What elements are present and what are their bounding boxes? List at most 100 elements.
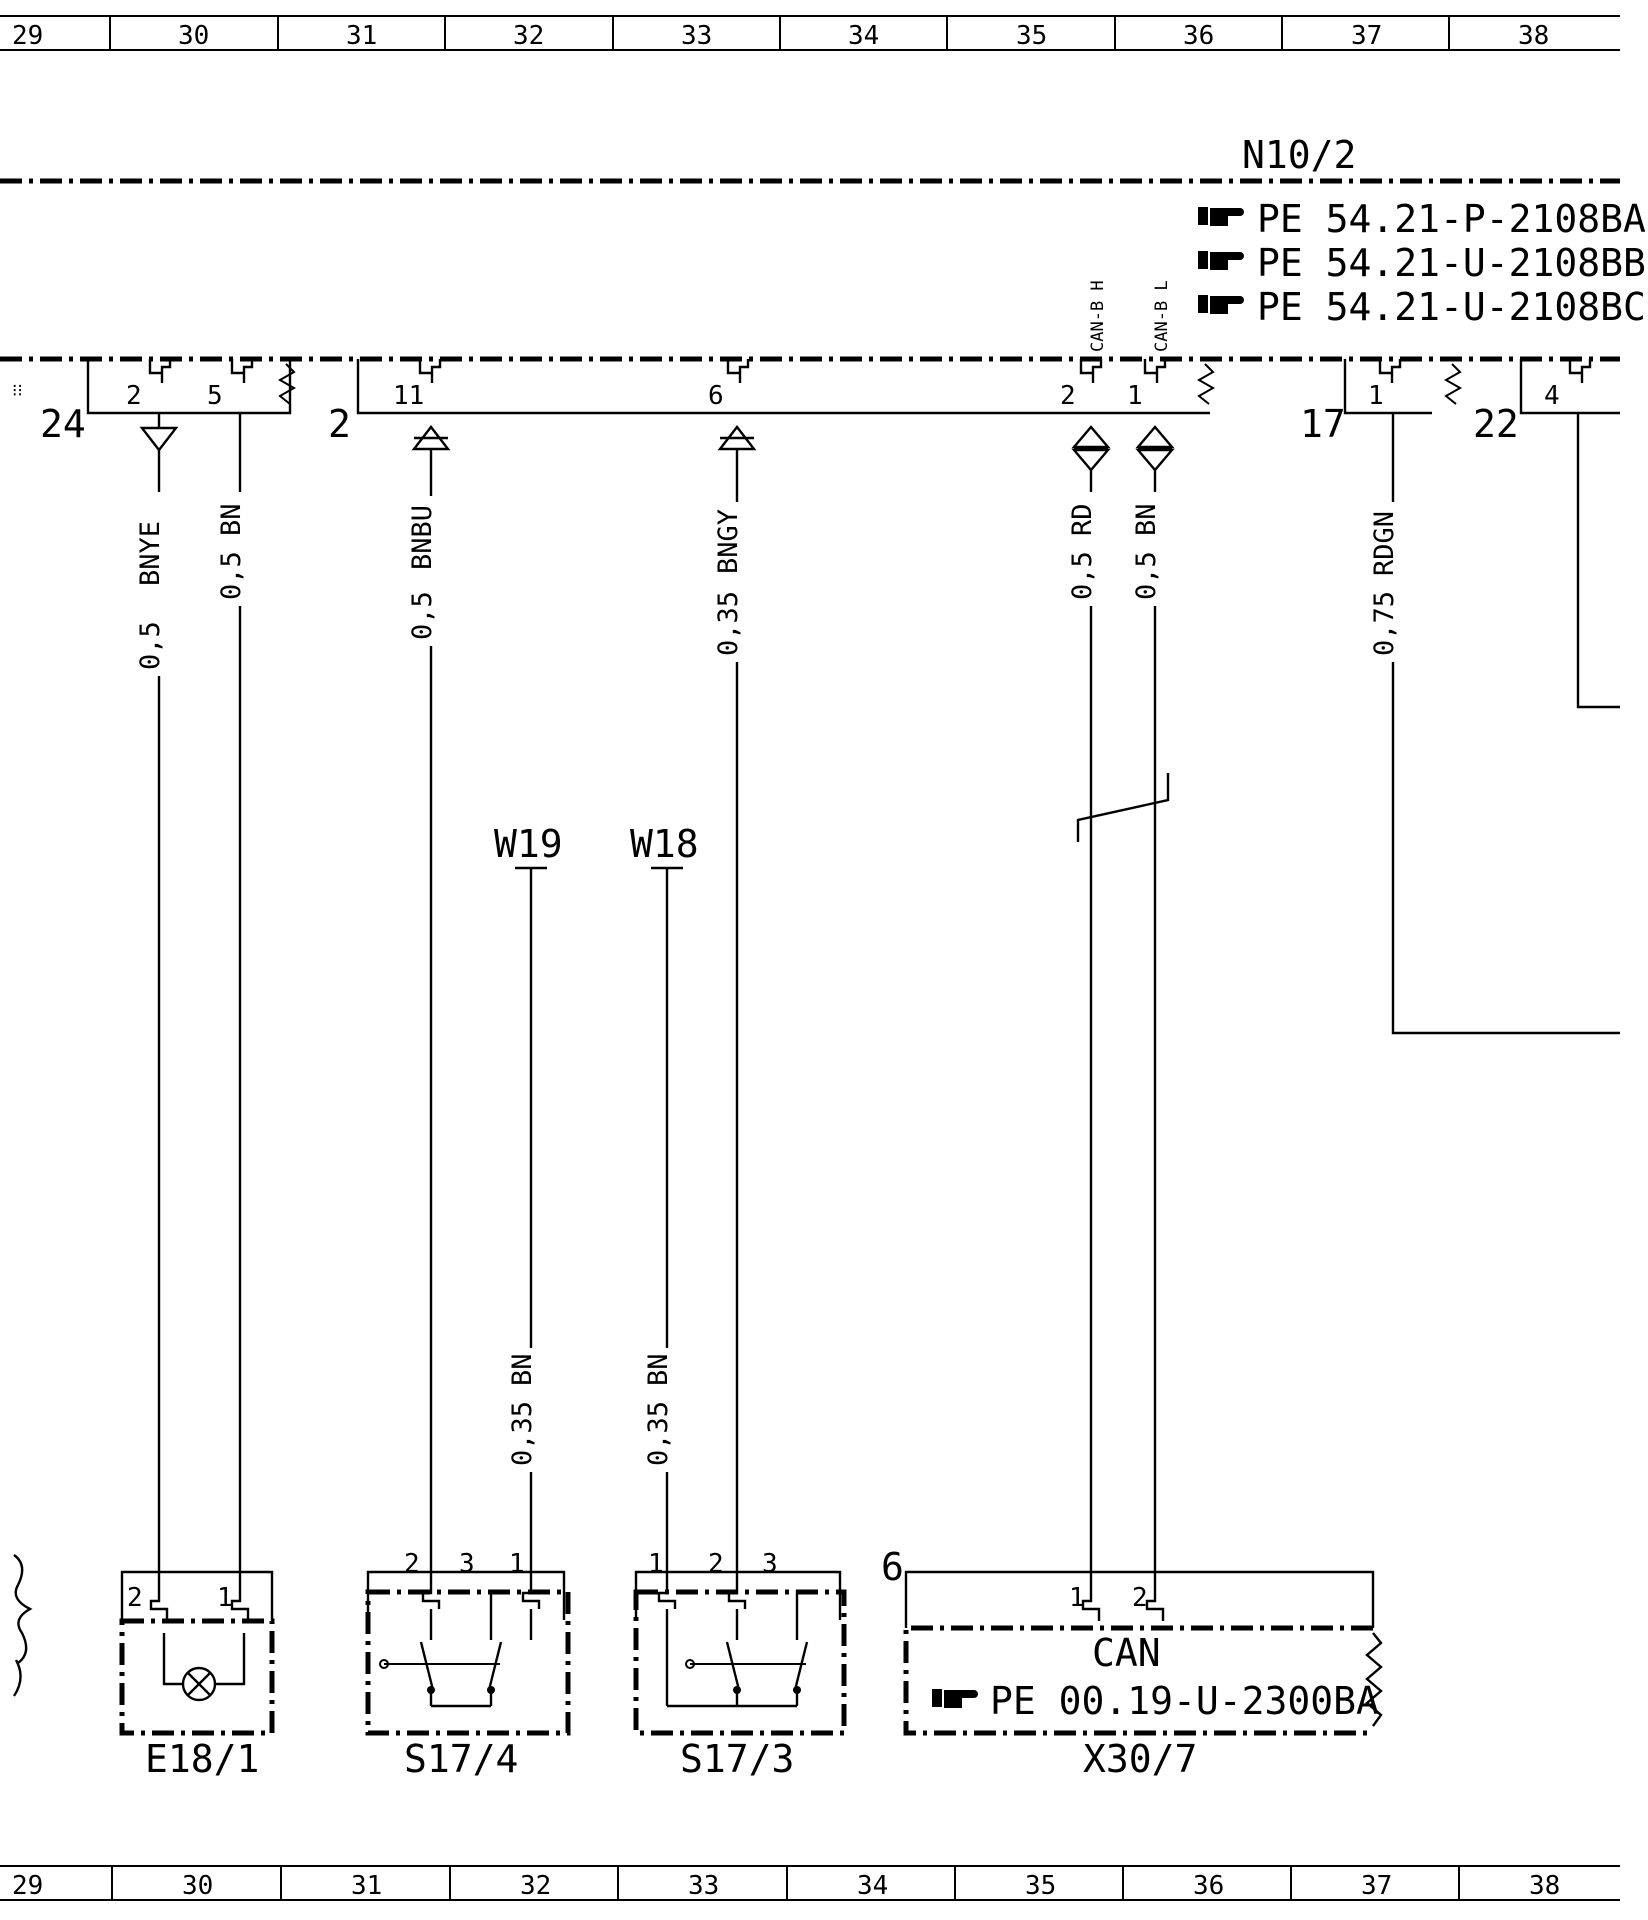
component-s17-3: 1 2 3 S17/3 [633, 1549, 847, 1781]
hand-pointer-icon [1198, 207, 1244, 226]
signal-symbols [139, 413, 1175, 472]
bottom-grid-ruler: 29 30 31 32 33 34 35 36 37 38 [0, 1865, 1620, 1901]
pin-label: 11 [393, 381, 424, 411]
wire-color: BNYE [135, 521, 166, 586]
wavy-edge-icon [1443, 363, 1463, 405]
pin-label: 2 [127, 1583, 143, 1613]
component-x30-7-label: X30/7 [1083, 1737, 1197, 1781]
bidirectional-arrow-icon [1135, 425, 1175, 472]
grid-col-33: 33 [681, 21, 712, 51]
grid-col-34-bottom: 34 [857, 1871, 888, 1901]
component-e18-1: 2 1 E18/1 [119, 1570, 275, 1781]
connector-17-label: 17 [1300, 402, 1346, 446]
module-name: N10/2 [1242, 133, 1356, 177]
wire-size: 0,75 [1369, 591, 1400, 656]
pin-label: 2 [404, 1549, 420, 1579]
grid-col-35-bottom: 35 [1025, 1871, 1056, 1901]
pin-label: 3 [762, 1549, 778, 1579]
can-label: CAN [1092, 1631, 1161, 1675]
grid-col-30: 30 [178, 21, 209, 51]
pin-label: 1 [1069, 1583, 1085, 1613]
pin-2-11 [418, 359, 442, 383]
wire-size: 0,35 [713, 591, 744, 656]
pin-label: 3 [459, 1549, 475, 1579]
wire-color: BN [216, 503, 247, 536]
ground-points: W19 W18 [494, 822, 699, 870]
wire-size: 0,5 [135, 621, 166, 670]
grid-col-38: 38 [1518, 21, 1549, 51]
pin-22-4 [1568, 359, 1592, 383]
ground-w19-label: W19 [494, 822, 563, 866]
twisted-pair-icon [1076, 773, 1170, 842]
pin-label: 1 [648, 1549, 664, 1579]
connector-6-label: 6 [881, 1545, 904, 1589]
grid-col-37-bottom: 37 [1361, 1871, 1392, 1901]
top-pin-terminals: 2 5 11 6 2 1 1 4 [126, 359, 1592, 411]
pin-2-6 [726, 359, 750, 383]
connector-24-label: 24 [40, 402, 86, 446]
module-n10-2: N10/2 PE 54.21-P-2108BA PE 54.21-U-2108B… [0, 133, 1646, 362]
pin-label: 1 [1127, 381, 1143, 411]
component-s17-4-label: S17/4 [404, 1737, 518, 1781]
grid-col-31: 31 [346, 21, 377, 51]
hand-pointer-icon [1198, 295, 1244, 314]
connector-2-label: 2 [328, 402, 351, 446]
wire-size: 0,35 [507, 1401, 538, 1466]
wire-color: BNBU [407, 505, 438, 570]
pin-label: 2 [1060, 381, 1076, 411]
pin-2-1 [1143, 359, 1167, 383]
pin-2-2 [1079, 359, 1103, 383]
wavy-edge-icon [1196, 363, 1216, 405]
top-grid-ruler: 29 30 31 32 33 34 35 36 37 38 [0, 15, 1620, 51]
pin-label: 2 [708, 1549, 724, 1579]
reference-list: PE 54.21-P-2108BA PE 54.21-U-2108BB PE 5… [1198, 197, 1646, 329]
pin-label: 4 [1544, 381, 1560, 411]
grid-col-29-bottom: 29 [12, 1871, 43, 1901]
wire-color: BN [507, 1353, 538, 1386]
grid-col-36-bottom: 36 [1193, 1871, 1224, 1901]
reference-2[interactable]: PE 54.21-U-2108BB [1257, 241, 1646, 285]
grid-col-35: 35 [1016, 21, 1047, 51]
pin-17-1 [1378, 359, 1402, 383]
can-h-label: CAN-B H [1088, 280, 1108, 352]
hand-pointer-icon [932, 1689, 978, 1708]
hand-pointer-icon [1198, 251, 1244, 270]
pin-label: 1 [509, 1549, 525, 1579]
wire-color: RDGN [1369, 511, 1400, 576]
grid-col-30-bottom: 30 [182, 1871, 213, 1901]
grid-col-29: 29 [12, 21, 43, 51]
grid-col-36: 36 [1183, 21, 1214, 51]
wire-size: 0,5 [407, 591, 438, 640]
component-s17-4: 2 3 1 S17/4 [365, 1549, 571, 1781]
continuation-bracket-icon [12, 1554, 33, 1697]
pin-label: 1 [217, 1583, 233, 1613]
grid-col-34: 34 [848, 21, 879, 51]
wire-size: 0,5 [1131, 551, 1162, 600]
wavy-edge-icon [277, 363, 297, 405]
component-s17-3-label: S17/3 [680, 1737, 794, 1781]
wire-color: RD [1067, 503, 1098, 536]
reference-1[interactable]: PE 54.21-P-2108BA [1257, 197, 1646, 241]
pin-label: 2 [1132, 1583, 1148, 1613]
switch-icon [665, 1590, 809, 1708]
ground-w18-label: W18 [630, 822, 699, 866]
component-x30-7: 6 1 2 CAN PE 00.19-U-2300BA X30/7 [881, 1545, 1383, 1781]
pin-label: 5 [207, 381, 223, 411]
x30-7-reference[interactable]: PE 00.19-U-2300BA [990, 1679, 1379, 1723]
reference-3[interactable]: PE 54.21-U-2108BC [1257, 285, 1646, 329]
grid-col-37: 37 [1351, 21, 1382, 51]
component-e18-1-label: E18/1 [145, 1737, 259, 1781]
wire-color: BN [643, 1353, 674, 1386]
bidirectional-arrow-icon [1071, 425, 1111, 472]
pin-24-2 [148, 359, 172, 383]
grid-col-31-bottom: 31 [351, 1871, 382, 1901]
wire-size: 0,35 [643, 1401, 674, 1466]
wire-size: 0,5 [216, 551, 247, 600]
pin-label: 2 [126, 381, 142, 411]
pin-label: 1 [1368, 381, 1384, 411]
connector-brackets: 24 2 17 22 ⁝⁝ [12, 359, 1620, 446]
switch-icon [379, 1590, 533, 1708]
grid-col-32: 32 [513, 21, 544, 51]
